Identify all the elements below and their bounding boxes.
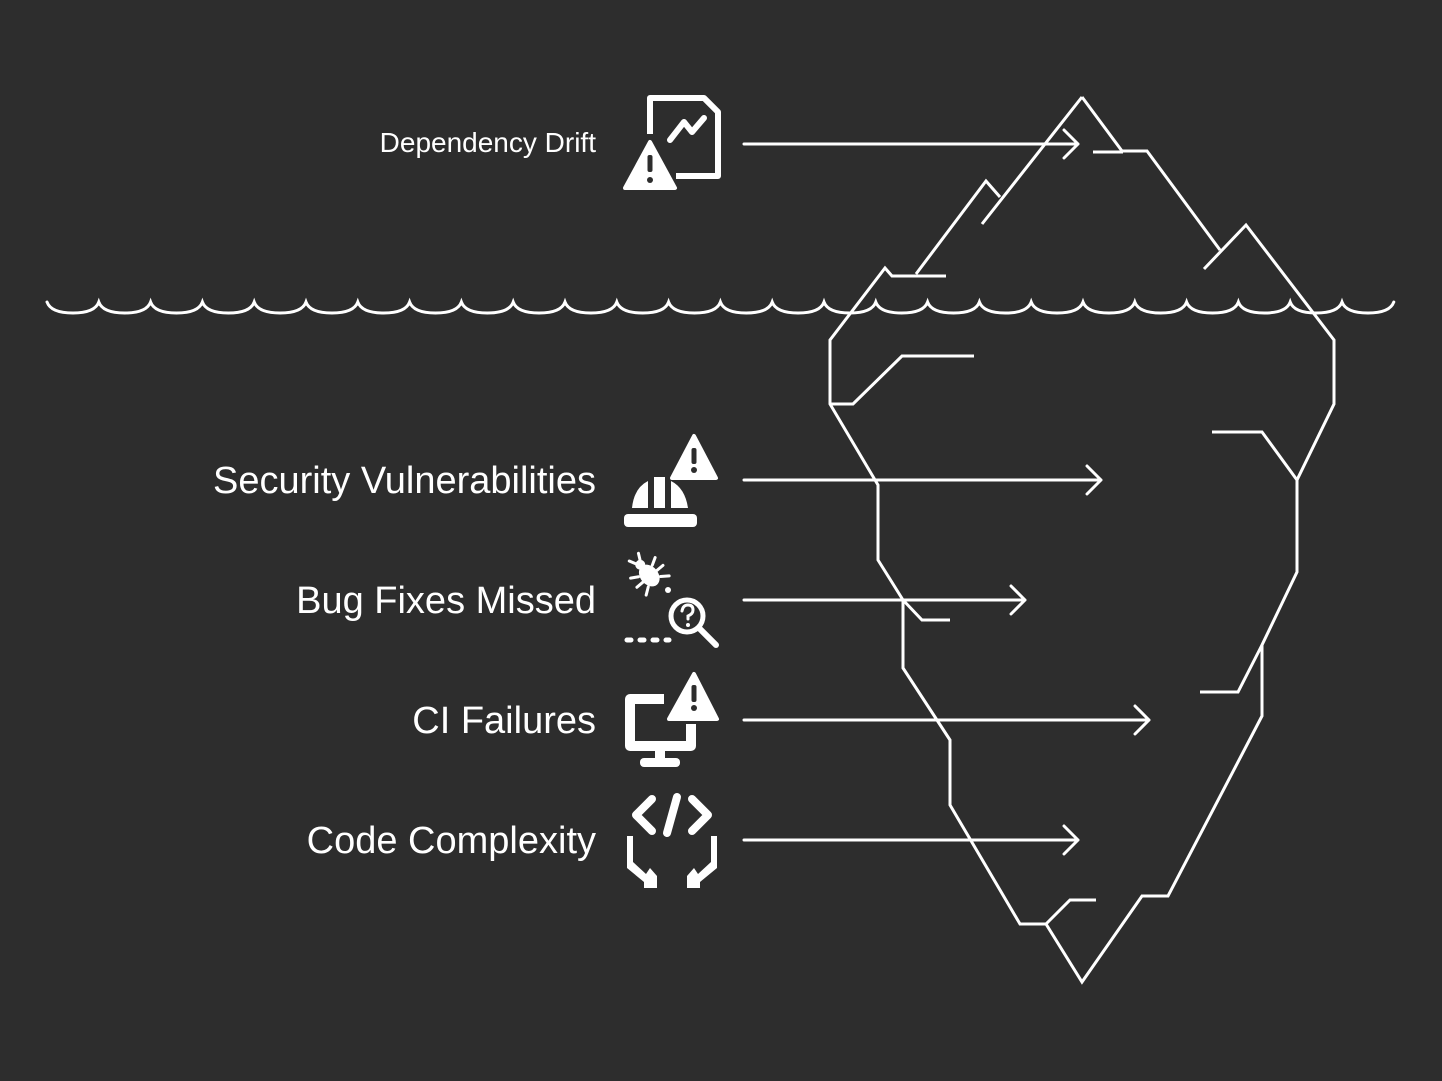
arrow-code-complexity [742,824,1080,856]
water-line [45,297,1396,315]
arrow-ci-failures [742,704,1151,736]
hardhat-warning-icon [624,434,718,527]
label-ci-failures: CI Failures [412,700,596,742]
labels: Dependency Drift Security Vulnerabilitie… [213,127,596,862]
file-chart-warning-icon [623,95,721,190]
arrow-dependency-drift [742,128,1080,160]
iceberg-outline [828,96,1336,985]
arrow-bug-fixes-missed [742,584,1027,616]
arrow-security-vulnerabilities [742,464,1103,496]
label-dependency-drift: Dependency Drift [380,127,597,158]
code-hands-icon [627,793,717,888]
bug-search-icon [624,551,719,648]
label-security-vulnerabilities: Security Vulnerabilities [213,460,596,502]
monitor-warning-icon [625,672,719,767]
label-bug-fixes-missed: Bug Fixes Missed [296,580,596,622]
arrows [742,128,1151,856]
label-code-complexity: Code Complexity [307,820,596,862]
